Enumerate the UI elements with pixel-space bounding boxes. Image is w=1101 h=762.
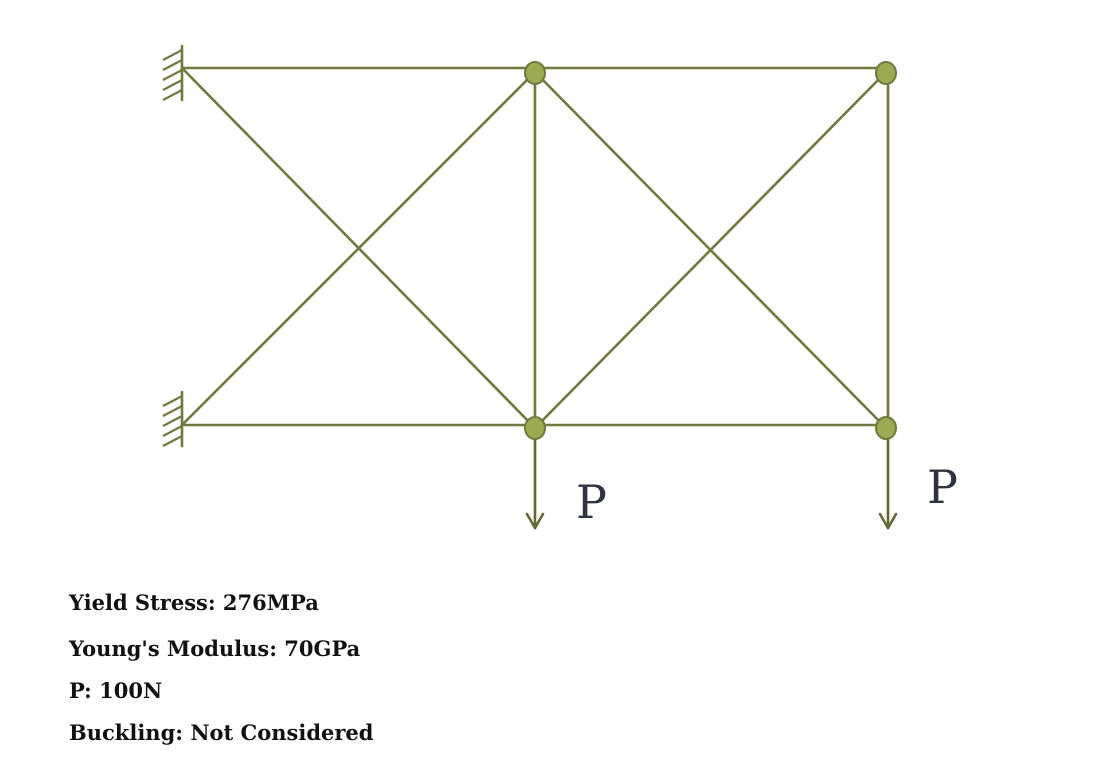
truss-diagram: P P xyxy=(162,44,958,530)
truss-members xyxy=(180,66,890,430)
load-label-right: P xyxy=(927,460,958,514)
buckling-text: Buckling: Not Considered xyxy=(69,720,374,745)
joint-bottom-right xyxy=(875,416,897,440)
truss-joints xyxy=(524,61,897,440)
joint-top-right xyxy=(875,61,897,85)
load-value-text: P: 100N xyxy=(69,678,163,703)
joint-bottom-middle xyxy=(524,416,546,440)
member-diagonal-left-up xyxy=(180,70,537,427)
load-label-middle: P xyxy=(576,475,607,529)
load-arrow-middle-icon xyxy=(525,428,545,530)
member-diagonal-right-up xyxy=(533,70,888,430)
fixed-support-bottom-icon xyxy=(162,390,184,448)
youngs-modulus-text: Young's Modulus: 70GPa xyxy=(69,636,361,661)
joint-top-middle xyxy=(524,61,546,85)
load-arrow-right-icon xyxy=(878,428,898,530)
yield-stress-text: Yield Stress: 276MPa xyxy=(69,590,319,615)
fixed-support-top-icon xyxy=(162,44,184,102)
